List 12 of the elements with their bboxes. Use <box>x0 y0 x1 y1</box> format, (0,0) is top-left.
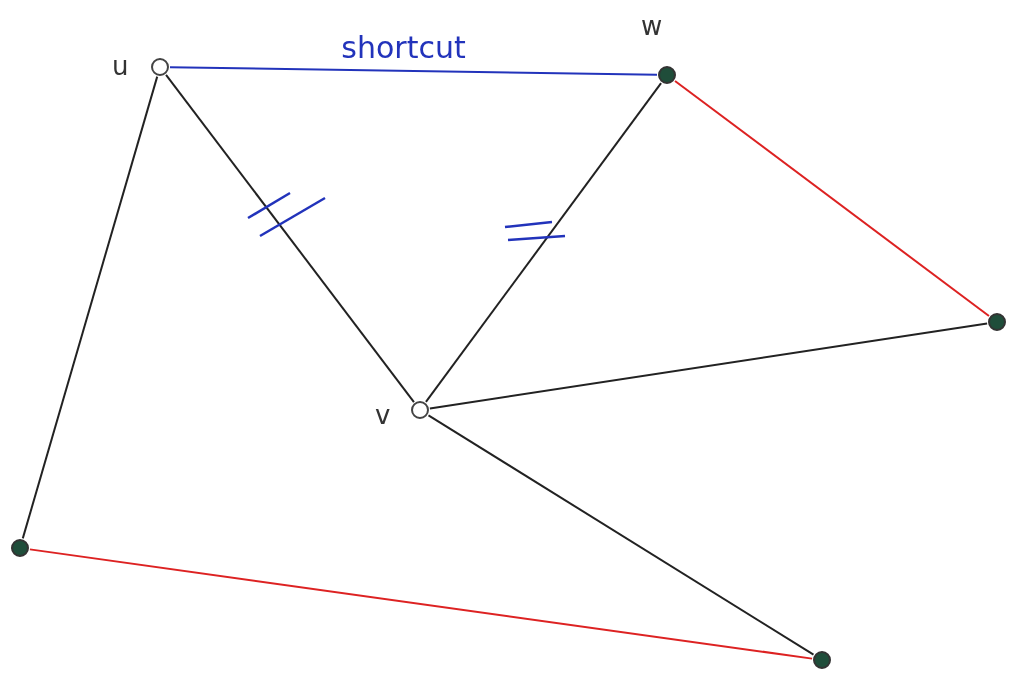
edge-label: shortcut <box>341 33 466 63</box>
connector-line <box>424 82 663 403</box>
vertex-label: w <box>641 13 663 39</box>
connector-line <box>165 73 415 404</box>
vertex-label: u <box>112 53 129 79</box>
connector-line <box>28 548 814 660</box>
connector-line <box>169 66 658 76</box>
connector-line <box>21 75 159 540</box>
connector-line <box>428 322 989 410</box>
vertex-label: v <box>375 402 391 428</box>
connector-line <box>674 80 990 317</box>
connector-line <box>427 414 815 656</box>
